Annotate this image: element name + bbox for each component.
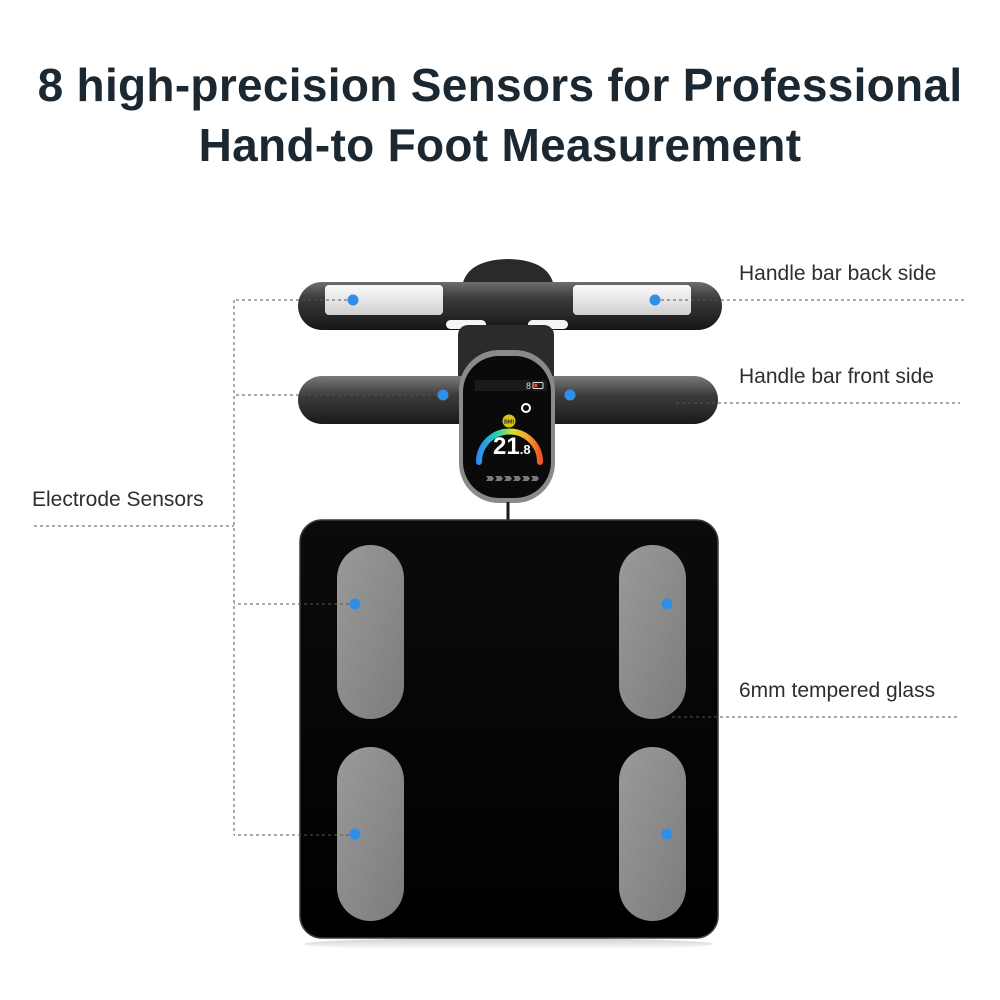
sensor-dots bbox=[347, 294, 673, 840]
display-progress-chevrons bbox=[486, 476, 539, 481]
bmi-gauge-arc bbox=[476, 428, 543, 465]
bmi-value-int: 21 bbox=[493, 433, 520, 460]
bmi-value-dec: .8 bbox=[520, 442, 531, 457]
headline-line-2: Hand-to Foot Measurement bbox=[198, 119, 802, 171]
handle-back-electrode-right bbox=[573, 285, 691, 315]
handle-back-electrode-left bbox=[325, 285, 443, 315]
sensor-dot-foot-bottom-left bbox=[349, 828, 361, 840]
headline-line-1: 8 high-precision Sensors for Professiona… bbox=[37, 59, 963, 111]
foot-electrode-bottom-right bbox=[619, 747, 686, 921]
foot-electrode-bottom-left bbox=[337, 747, 404, 921]
sensor-dot-foot-top-right bbox=[661, 598, 673, 610]
sensor-dot-handle-back-left bbox=[347, 294, 359, 306]
bmi-gauge-marker bbox=[521, 403, 531, 413]
display-status-bar bbox=[475, 380, 547, 391]
sensor-dot-handle-back-right bbox=[649, 294, 661, 306]
sensor-dot-foot-top-left bbox=[349, 598, 361, 610]
sensor-dot-handle-front-left bbox=[437, 389, 449, 401]
bmi-value: 21.8 bbox=[493, 433, 531, 460]
handle-back-hump bbox=[462, 259, 554, 287]
bmi-badge bbox=[502, 414, 516, 428]
foot-electrode-top-right bbox=[619, 545, 686, 719]
sensor-dot-foot-bottom-right bbox=[661, 828, 673, 840]
bmi-badge-label: BMI bbox=[504, 420, 515, 426]
sensor-dot-handle-front-right bbox=[564, 389, 576, 401]
foot-electrode-top-left bbox=[337, 545, 404, 719]
scale-body bbox=[299, 519, 719, 939]
leader-lines bbox=[34, 299, 965, 836]
callout-tempered-glass: 6mm tempered glass bbox=[739, 679, 936, 702]
callout-handle-back: Handle bar back side bbox=[739, 262, 937, 285]
callout-electrode-sensors: Electrode Sensors bbox=[32, 488, 204, 511]
callout-handle-front: Handle bar front side bbox=[739, 365, 934, 388]
scale-shadow bbox=[304, 938, 714, 950]
battery-icon bbox=[532, 382, 544, 389]
display-battery-digit: 8 bbox=[526, 381, 531, 391]
